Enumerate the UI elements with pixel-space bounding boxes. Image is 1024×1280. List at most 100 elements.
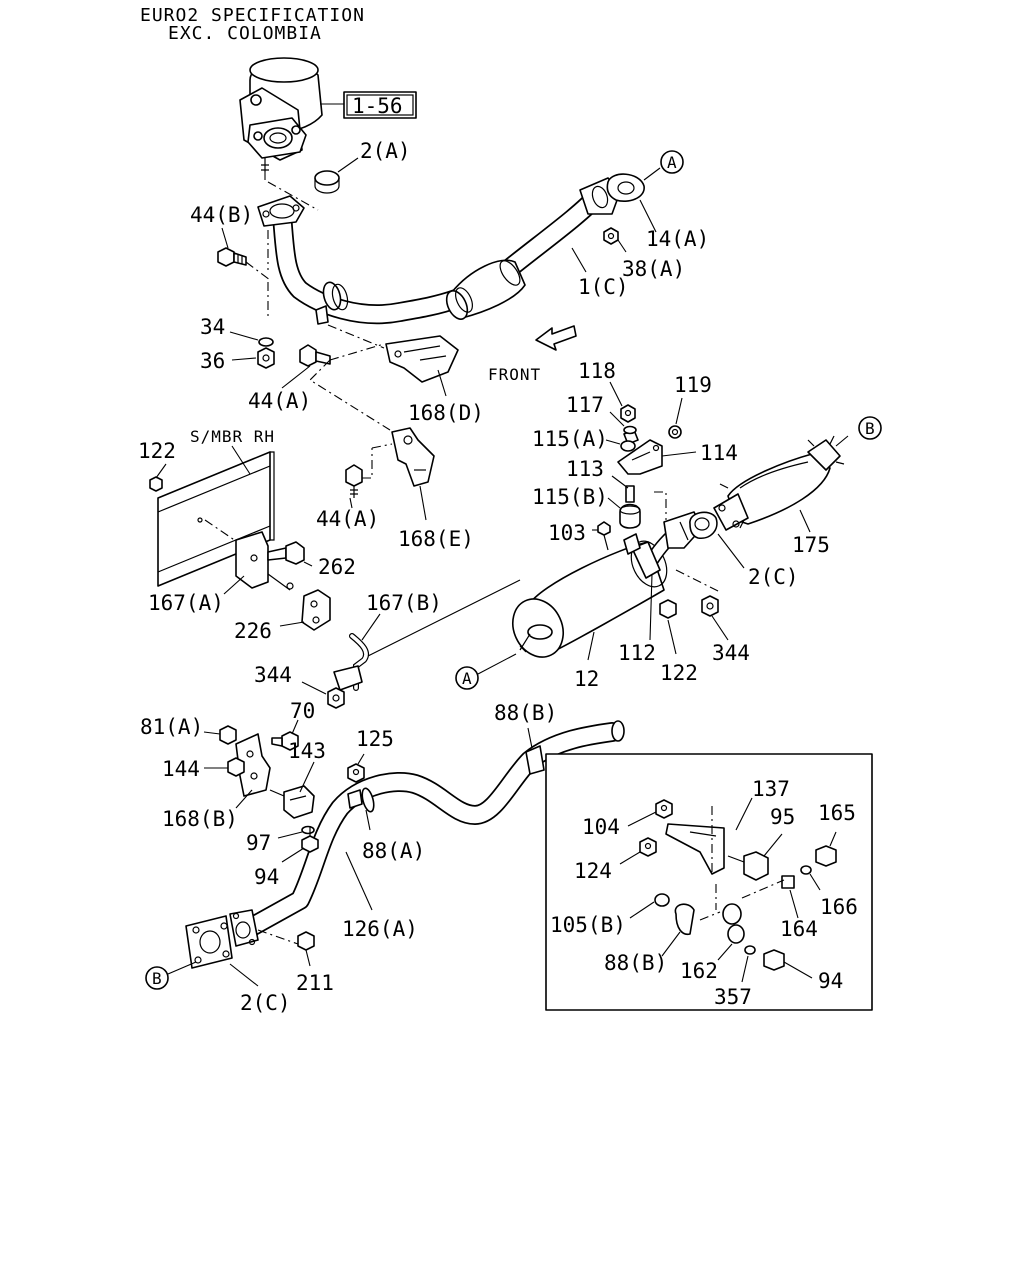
callout-105b: 105(B) xyxy=(550,913,626,937)
detail-bolt-95 xyxy=(743,851,769,881)
callout-144: 144 xyxy=(162,757,200,781)
callout-137: 137 xyxy=(752,777,790,801)
callout-88b-detail: 88(B) xyxy=(604,951,667,975)
detail-box xyxy=(545,753,873,1011)
detail-collar-164 xyxy=(781,875,795,889)
detail-nut-104 xyxy=(655,799,673,819)
callout-44b: 44(B) xyxy=(190,203,253,227)
callout-122-muffler: 122 xyxy=(660,661,698,685)
marker-a-top: A xyxy=(667,153,678,172)
callout-115b: 115(B) xyxy=(532,485,608,509)
header-exclusion: EXC. COLOMBIA xyxy=(168,23,322,44)
callout-262: 262 xyxy=(318,555,356,579)
detail-parts xyxy=(639,799,837,971)
frame-label: S/MBR RH xyxy=(190,427,275,446)
callout-14a: 14(A) xyxy=(646,227,709,251)
callout-38a: 38(A) xyxy=(622,257,685,281)
callout-94-detail: 94 xyxy=(818,969,843,993)
front-pipe-inlet-flange xyxy=(257,195,305,227)
detail-washer-166 xyxy=(800,865,812,875)
circle-markers: A B A B xyxy=(145,150,882,990)
callout-81a: 81(A) xyxy=(140,715,203,739)
detail-bolt-94 xyxy=(763,949,785,971)
callout-357: 357 xyxy=(714,985,752,1009)
gasket-2c-upper xyxy=(689,511,718,540)
bracket-112 xyxy=(631,541,661,579)
part-callouts: 2(A) 44(B) 14(A) 38(A) 1(C) 34 36 44(A) … xyxy=(138,139,858,1015)
callout-103: 103 xyxy=(548,521,586,545)
detail-hanger-88b xyxy=(674,903,695,936)
callout-88b-tail: 88(B) xyxy=(494,701,557,725)
nut-211 xyxy=(297,931,315,951)
callout-36: 36 xyxy=(200,349,225,373)
rubber-mount-143 xyxy=(283,785,315,819)
nut-125 xyxy=(347,763,365,783)
bolt-44a-lower xyxy=(345,464,363,498)
nut-118 xyxy=(620,404,636,423)
washer-34 xyxy=(258,337,274,347)
callout-344-upper: 344 xyxy=(712,641,750,665)
callout-118: 118 xyxy=(578,359,616,383)
callout-113: 113 xyxy=(566,457,604,481)
callout-143: 143 xyxy=(288,739,326,763)
reference-label: 1-56 xyxy=(352,94,403,118)
callout-95: 95 xyxy=(770,805,795,829)
header-spec: EURO2 SPECIFICATION xyxy=(140,5,365,26)
bolt-262 xyxy=(267,541,305,565)
bracket-168d xyxy=(385,335,459,383)
callout-2c-upper: 2(C) xyxy=(748,565,799,589)
front-resonator xyxy=(451,259,526,319)
bolt-44b xyxy=(217,247,247,267)
front-pipe xyxy=(257,177,621,325)
nut-344-lower xyxy=(327,687,345,709)
center-muffler-12 xyxy=(512,540,668,658)
hanger-rod-167b xyxy=(333,633,370,691)
rubber-113 xyxy=(625,485,635,503)
callout-1c: 1(C) xyxy=(578,275,629,299)
callout-125: 125 xyxy=(356,727,394,751)
callout-2c-lower: 2(C) xyxy=(240,991,291,1015)
gasket-2a xyxy=(314,170,340,186)
nut-144 xyxy=(227,757,245,777)
detail-rubber-105b xyxy=(654,893,670,907)
callout-168e: 168(E) xyxy=(398,527,474,551)
callout-94-left: 94 xyxy=(254,865,279,889)
callout-112: 112 xyxy=(618,641,656,665)
catalytic-converter-175 xyxy=(713,435,845,531)
side-member-rh xyxy=(157,451,275,587)
rubber-115b xyxy=(619,503,641,529)
nut-38a xyxy=(603,227,619,245)
washer-115a xyxy=(620,440,636,452)
callout-165: 165 xyxy=(818,801,856,825)
callout-162: 162 xyxy=(680,959,718,983)
detail-bolt-165 xyxy=(815,845,837,867)
bracket-168e xyxy=(391,427,435,487)
callout-119: 119 xyxy=(674,373,712,397)
hanger-88b-tail xyxy=(525,745,545,775)
callout-12: 12 xyxy=(574,667,599,691)
callout-211: 211 xyxy=(296,971,334,995)
bolt-94-left xyxy=(301,835,319,853)
callout-175: 175 xyxy=(792,533,830,557)
callout-122-frame: 122 xyxy=(138,439,176,463)
front-direction-arrow xyxy=(535,325,577,351)
callout-124: 124 xyxy=(574,859,612,883)
detail-bushing xyxy=(722,903,742,925)
callout-70: 70 xyxy=(290,699,315,723)
nut-122-frame xyxy=(149,476,163,492)
bracket-168b xyxy=(235,733,271,797)
marker-b-top: B xyxy=(865,419,876,438)
callout-114: 114 xyxy=(700,441,738,465)
callout-117: 117 xyxy=(566,393,604,417)
callout-115a: 115(A) xyxy=(532,427,608,451)
washer-117 xyxy=(623,425,637,435)
detail-162 xyxy=(727,924,745,944)
marker-a-bottom: A xyxy=(462,669,473,688)
nut-122-muffler xyxy=(659,599,677,619)
callout-226: 226 xyxy=(234,619,272,643)
nut-36 xyxy=(257,347,275,369)
callout-44a-upper: 44(A) xyxy=(248,389,311,413)
callout-166: 166 xyxy=(820,895,858,919)
marker-b-bottom: B xyxy=(152,969,163,988)
callout-88a: 88(A) xyxy=(362,839,425,863)
